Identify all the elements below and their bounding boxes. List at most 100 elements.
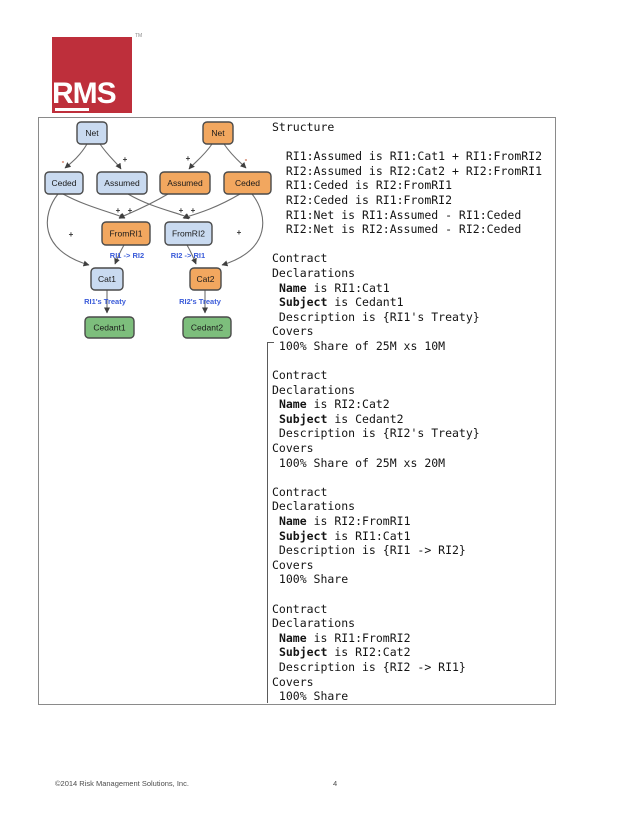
edge-fromri1-cat1 <box>114 244 125 265</box>
footer-page-number: 4 <box>333 779 338 788</box>
code-line: Name is RI1:FromRI2 <box>278 630 411 645</box>
edge-net2-assumed2 <box>188 143 213 170</box>
code-line <box>272 237 542 252</box>
code-line: Description is {RI1 -> RI2} <box>272 543 466 558</box>
code-line: RI1:Net is RI1:Assumed - RI1:Ceded <box>272 207 522 222</box>
code-line: RI1:Assumed is RI1:Cat1 + RI1:FromRI2 <box>272 149 543 164</box>
code-line: Covers <box>272 324 314 339</box>
text-frame-left-border <box>267 342 268 703</box>
edge-net1-ceded1 <box>64 143 88 169</box>
plus-sign-label: + <box>191 206 196 215</box>
plus-sign-label: + <box>123 155 128 164</box>
code-line <box>272 587 542 602</box>
diagram-node-net2: Net <box>202 121 234 145</box>
diagram-node-fromri1: FromRI1 <box>101 221 151 246</box>
code-line: Contract <box>272 484 328 499</box>
svg-text:Ceded: Ceded <box>51 178 76 188</box>
content-border-box <box>38 117 556 705</box>
code-line: Subject is Cedant1 <box>278 295 404 310</box>
minus-sign-label: - <box>62 157 65 166</box>
edge-net1-assumed1 <box>99 143 122 170</box>
minus-sign-label: - <box>245 155 248 164</box>
edge-assumed2-fromri1 <box>118 193 169 219</box>
plus-sign-label: + <box>186 154 191 163</box>
text-frame-top-tick <box>267 342 274 343</box>
code-line: Covers <box>272 674 314 689</box>
edge-label: RI2's Treaty <box>179 297 222 306</box>
edge-label: RI1's Treaty <box>84 297 127 306</box>
code-block: Structure RI1:Assumed is RI1:Cat1 + RI1:… <box>272 120 542 704</box>
svg-text:Net: Net <box>85 128 99 138</box>
svg-text:Cedant2: Cedant2 <box>191 323 223 333</box>
diagram-node-fromri2: FromRI2 <box>164 221 213 246</box>
code-line <box>272 354 542 369</box>
code-line: Declarations <box>272 265 356 280</box>
code-line: RI2:Ceded is RI1:FromRI2 <box>272 192 453 207</box>
code-line: 100% Share of 25M xs 10M <box>272 338 446 353</box>
plus-sign-label: + <box>179 206 184 215</box>
svg-text:Assumed: Assumed <box>104 178 140 188</box>
code-line: Contract <box>272 368 328 383</box>
svg-text:Cat1: Cat1 <box>98 274 116 284</box>
code-line: Contract <box>272 251 328 266</box>
diagram-node-net1: Net <box>76 121 108 145</box>
diagram-node-assumed1: Assumed <box>96 171 148 195</box>
svg-text:Cat2: Cat2 <box>197 274 215 284</box>
code-line: Declarations <box>272 616 356 631</box>
code-line: Subject is Cedant2 <box>278 411 404 426</box>
plus-sign-label: + <box>69 230 74 239</box>
code-line: Description is {RI1's Treaty} <box>272 309 480 324</box>
diagram-node-ceded2: Ceded <box>223 171 272 195</box>
svg-text:Assumed: Assumed <box>167 178 203 188</box>
edge-left-curve-cat1 <box>46 193 90 267</box>
trademark-symbol: TM <box>135 33 143 39</box>
code-line: RI1:Ceded is RI2:FromRI1 <box>272 178 453 193</box>
diagram-node-cedant1: Cedant1 <box>84 316 135 339</box>
code-line: Declarations <box>272 499 356 514</box>
code-line: Description is {RI2's Treaty} <box>272 426 480 441</box>
code-line <box>272 135 542 150</box>
edge-label: RI1 -> RI2 <box>110 251 144 260</box>
code-line: Structure <box>272 120 335 134</box>
code-line: Description is {RI2 -> RI1} <box>272 659 466 674</box>
code-line: Subject is RI2:Cat2 <box>278 645 411 660</box>
svg-text:Net: Net <box>211 128 225 138</box>
svg-text:FromRI2: FromRI2 <box>172 229 205 239</box>
code-line: Name is RI2:FromRI1 <box>278 514 411 529</box>
code-line: RI2:Net is RI2:Assumed - RI2:Ceded <box>272 222 522 237</box>
edge-fromri2-cat2 <box>186 244 197 265</box>
diagram-node-assumed2: Assumed <box>159 171 211 195</box>
code-line: Subject is RI1:Cat1 <box>278 528 411 543</box>
code-line: 100% Share <box>272 572 349 587</box>
code-line: Covers <box>272 557 314 572</box>
edge-ceded2-fromri2 <box>182 193 241 220</box>
code-line: RI2:Assumed is RI2:Cat2 + RI2:FromRI1 <box>272 163 543 178</box>
edge-label: RI2 -> RI1 <box>171 251 205 260</box>
footer-copyright: ©2014 Risk Management Solutions, Inc. <box>55 779 189 788</box>
diagram-node-cedant2: Cedant2 <box>182 316 232 339</box>
svg-text:Cedant1: Cedant1 <box>93 323 125 333</box>
plus-sign-label: + <box>237 228 242 237</box>
code-line: Name is RI2:Cat2 <box>278 397 390 412</box>
rms-logo-text: RMS <box>52 77 117 110</box>
code-line: 100% Share <box>272 689 349 704</box>
edge-right-curve-cat2 <box>221 193 264 267</box>
code-line <box>272 470 542 485</box>
plus-sign-label: + <box>128 206 133 215</box>
code-line: Name is RI1:Cat1 <box>278 280 390 295</box>
edge-net2-ceded2 <box>223 143 247 169</box>
rms-logo: RMS <box>52 37 132 113</box>
plus-sign-label: + <box>116 206 121 215</box>
diagram-node-ceded1: Ceded <box>44 171 84 195</box>
svg-text:Ceded: Ceded <box>235 178 260 188</box>
diagram-node-cat2: Cat2 <box>189 267 222 291</box>
svg-text:FromRI1: FromRI1 <box>109 229 142 239</box>
diagram-node-cat1: Cat1 <box>90 267 124 291</box>
code-line: Covers <box>272 441 314 456</box>
diagram-edges <box>46 143 264 314</box>
code-line: Declarations <box>272 382 356 397</box>
